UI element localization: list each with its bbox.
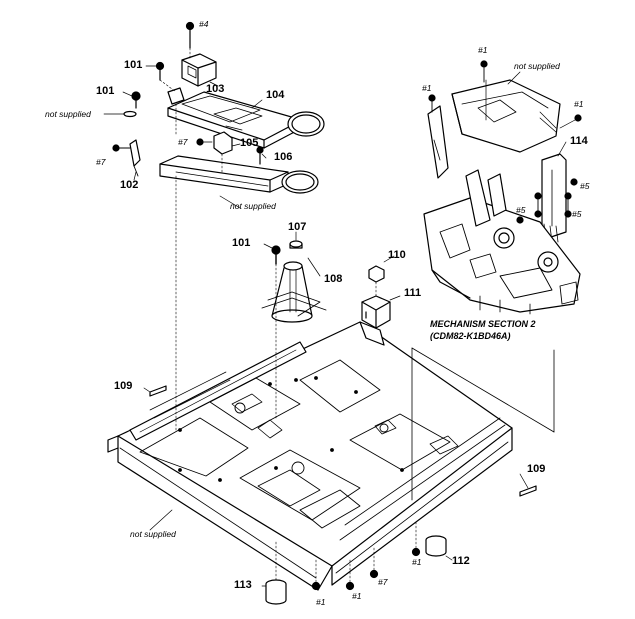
- callout-104: 104: [266, 89, 285, 101]
- note-not-supplied-mid: not supplied: [230, 201, 276, 211]
- screw-ref-4: #4: [199, 19, 209, 29]
- screw-ref-7-mid: #7: [178, 137, 188, 147]
- callout-114: 114: [570, 135, 588, 147]
- callout-109-right: 109: [527, 463, 546, 475]
- screw-ref-1-right: #1: [574, 99, 584, 109]
- callout-111: 111: [404, 287, 422, 299]
- callout-109-left: 109: [114, 380, 133, 392]
- note-not-supplied-left: not supplied: [45, 109, 91, 119]
- bottom-screws: [311, 519, 421, 591]
- screw-ref-1-bottom-mid: #1: [352, 591, 362, 601]
- screw-ref-7-left: #7: [96, 157, 106, 167]
- screw-ref-1-bottom-right: #1: [412, 557, 422, 567]
- screw-ref-5-lower: #5: [572, 209, 582, 219]
- part-108-cone: [261, 261, 327, 323]
- part-112-foot: [425, 535, 447, 557]
- callout-112: 112: [452, 555, 470, 567]
- part-114-bracket: [541, 153, 578, 243]
- callout-108: 108: [324, 273, 343, 285]
- part-107-gear: [289, 240, 303, 249]
- mechanism-top-frame: [451, 60, 561, 153]
- screw-ref-5-left: #5: [516, 205, 526, 215]
- callout-113: 113: [234, 579, 252, 591]
- mechanism-mount-outline: [411, 347, 555, 501]
- screw-ref-7-bottom: #7: [378, 577, 388, 587]
- part-109-tabs: [149, 385, 537, 497]
- callout-101-left: 101: [96, 85, 115, 97]
- mechanism-model-number: (CDM82-K1BD46A): [430, 331, 511, 341]
- lower-plate-assembly: [159, 155, 319, 433]
- mechanism-screw-top-right: [559, 114, 582, 129]
- note-not-supplied-right: not supplied: [514, 61, 560, 71]
- part-105: [196, 131, 233, 173]
- callout-106: 106: [274, 151, 293, 163]
- screw-ref-1-left: #1: [422, 83, 432, 93]
- callout-107: 107: [288, 221, 307, 233]
- sled-assembly-104: [167, 21, 325, 149]
- part-106-screw: [256, 146, 264, 165]
- mechanism-section-2: [423, 169, 581, 315]
- callout-105: 105: [240, 137, 259, 149]
- note-not-supplied-bottom: not supplied: [130, 529, 176, 539]
- part-101-screw-center: [271, 245, 281, 421]
- chassis-tray: [107, 321, 513, 591]
- screw-ref-1-bottom-left: #1: [316, 597, 326, 607]
- callout-102: 102: [120, 179, 139, 191]
- mechanism-side-plate: [427, 94, 449, 179]
- callout-101-center: 101: [232, 237, 251, 249]
- leader-lines: [122, 65, 567, 587]
- callout-110: 110: [388, 249, 406, 261]
- part-111: [361, 295, 391, 329]
- washer-not-supplied-left: [103, 110, 137, 118]
- callout-101-top: 101: [124, 59, 143, 71]
- mechanism-section-title: MECHANISM SECTION 2: [430, 319, 536, 329]
- part-113-foot: [265, 539, 287, 605]
- part-102-bracket: [112, 139, 141, 177]
- screw-ref-1-top: #1: [478, 45, 488, 55]
- screw-ref-5-right: #5: [580, 181, 590, 191]
- callout-103: 103: [206, 83, 225, 95]
